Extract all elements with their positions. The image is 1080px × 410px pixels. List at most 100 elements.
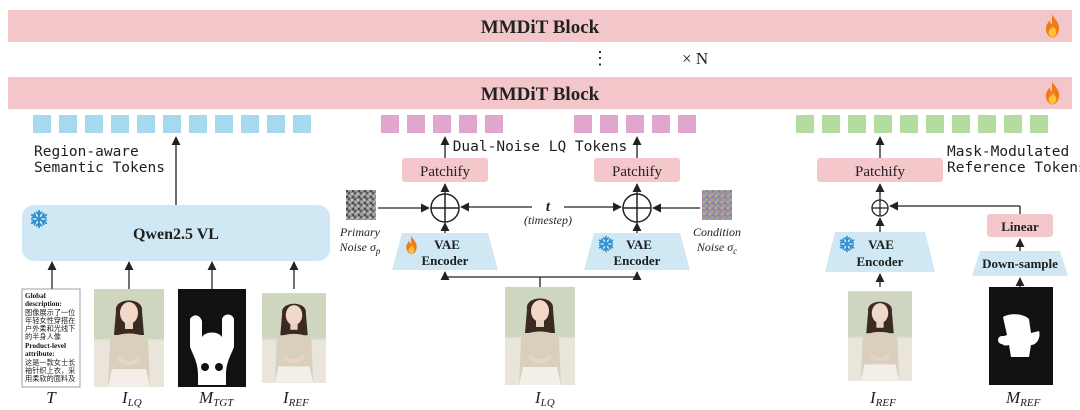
plus-circle-icon [622, 193, 652, 223]
target-mask-image [178, 289, 246, 387]
lq-image [94, 289, 164, 387]
svg-text:VAE: VAE [626, 237, 652, 252]
caption-mref: MREF [1005, 388, 1041, 409]
reference-image-right [848, 291, 912, 381]
semantic-token [33, 115, 51, 133]
lq-token [678, 115, 696, 133]
svg-text:户外柔和光线下: 户外柔和光线下 [25, 324, 75, 333]
svg-text:Encoder: Encoder [422, 253, 469, 268]
repeat-count: × N [682, 49, 708, 68]
primary-noise-patch [346, 190, 376, 220]
lq-token [600, 115, 618, 133]
condition-noise-label-1: Condition [693, 225, 741, 239]
downsample-box: Down-sample [972, 251, 1068, 276]
vae-encoder-right: VAE Encoder [584, 233, 690, 270]
ref-token [822, 115, 840, 133]
svg-text:VAE: VAE [868, 237, 894, 252]
timestep-label: (timestep) [524, 213, 572, 227]
svg-text:VAE: VAE [434, 237, 460, 252]
condition-noise-patch [702, 190, 732, 220]
caption-iref-right: IREF [869, 388, 896, 409]
ref-token [796, 115, 814, 133]
lq-token [407, 115, 425, 133]
svg-text:年轻女性穿搭在: 年轻女性穿搭在 [25, 316, 75, 325]
ref-token [1004, 115, 1022, 133]
semantic-tokens-label-1: Region-aware [34, 144, 139, 160]
patchify-right-box: Patchify [594, 158, 680, 182]
ref-token [900, 115, 918, 133]
reference-tokens [796, 115, 1048, 133]
semantic-token [189, 115, 207, 133]
ref-token [926, 115, 944, 133]
ref-token [952, 115, 970, 133]
svg-text:description:: description: [25, 300, 62, 308]
qwen-vl-label: Qwen2.5 VL [133, 226, 219, 243]
lq-tokens-label: Dual-Noise LQ Tokens [453, 139, 628, 155]
linear-box: Linear [987, 214, 1053, 237]
ref-token [874, 115, 892, 133]
lq-token [433, 115, 451, 133]
svg-text:Patchify: Patchify [612, 164, 662, 180]
caption-ilq: ILQ [121, 388, 142, 409]
caption-ilq-middle: ILQ [534, 388, 555, 409]
svg-text:袖针织上衣，采: 袖针织上衣，采 [25, 366, 75, 375]
svg-text:attribute:: attribute: [25, 350, 55, 358]
mmdit-top-title: MMDiT Block [481, 17, 600, 38]
svg-text:Global: Global [25, 292, 46, 300]
semantic-token [137, 115, 155, 133]
primary-noise-label-1: Primary [339, 225, 381, 239]
patchify-left-box: Patchify [402, 158, 488, 182]
semantic-tokens-label-2: Semantic Tokens [34, 160, 165, 176]
lq-image-middle [505, 287, 575, 385]
lq-tokens-left [381, 115, 503, 133]
semantic-token [163, 115, 181, 133]
lq-token [459, 115, 477, 133]
plus-circle-icon [430, 193, 460, 223]
mmdit-block-top: MMDiT Block [8, 10, 1072, 42]
lq-token [574, 115, 592, 133]
svg-text:Encoder: Encoder [614, 253, 661, 268]
caption-mtgt: MTGT [198, 388, 234, 409]
plus-circle-icon [871, 199, 889, 217]
caption-iref: IREF [282, 388, 309, 409]
ref-tokens-label-2: Reference Tokens [947, 160, 1080, 176]
vae-encoder-left: VAE Encoder [392, 233, 498, 270]
reference-image-left [262, 293, 326, 383]
svg-text:Product-level: Product-level [25, 342, 66, 350]
reference-mask-image [989, 287, 1053, 385]
svg-text:Down-sample: Down-sample [982, 256, 1058, 271]
ref-token [848, 115, 866, 133]
svg-text:Linear: Linear [1001, 219, 1039, 234]
svg-text:图像展示了一位: 图像展示了一位 [25, 308, 75, 317]
svg-text:这是一款女士长: 这是一款女士长 [25, 358, 75, 367]
qwen-vl-box: Qwen2.5 VL [22, 205, 330, 261]
vae-encoder-ref: VAE Encoder [825, 232, 935, 272]
semantic-token [59, 115, 77, 133]
ref-tokens-label-1: Mask-Modulated [947, 144, 1069, 160]
semantic-token [267, 115, 285, 133]
primary-noise-label-2: Noise σp [339, 240, 381, 256]
timestep-symbol: t [546, 199, 551, 215]
mmdit-block-bottom: MMDiT Block [8, 77, 1072, 109]
caption-T: T [46, 388, 57, 407]
svg-text:Patchify: Patchify [420, 164, 470, 180]
text-description-doc: Global description: 图像展示了一位 年轻女性穿搭在 户外柔和… [21, 288, 81, 388]
svg-text:用柔软的面料及: 用柔软的面料及 [25, 374, 75, 383]
semantic-token [293, 115, 311, 133]
ref-token [1030, 115, 1048, 133]
svg-text:的半身人像: 的半身人像 [25, 332, 61, 341]
lq-tokens-right [574, 115, 696, 133]
svg-text:Encoder: Encoder [857, 254, 904, 269]
patchify-ref-box: Patchify [817, 158, 943, 182]
semantic-tokens [33, 115, 311, 133]
semantic-token [85, 115, 103, 133]
svg-text:Patchify: Patchify [855, 164, 905, 180]
semantic-token [241, 115, 259, 133]
semantic-token [215, 115, 233, 133]
lq-token [626, 115, 644, 133]
mmdit-bottom-title: MMDiT Block [481, 84, 600, 105]
condition-noise-label-2: Noise σc [696, 240, 737, 256]
ref-token [978, 115, 996, 133]
lq-token [652, 115, 670, 133]
